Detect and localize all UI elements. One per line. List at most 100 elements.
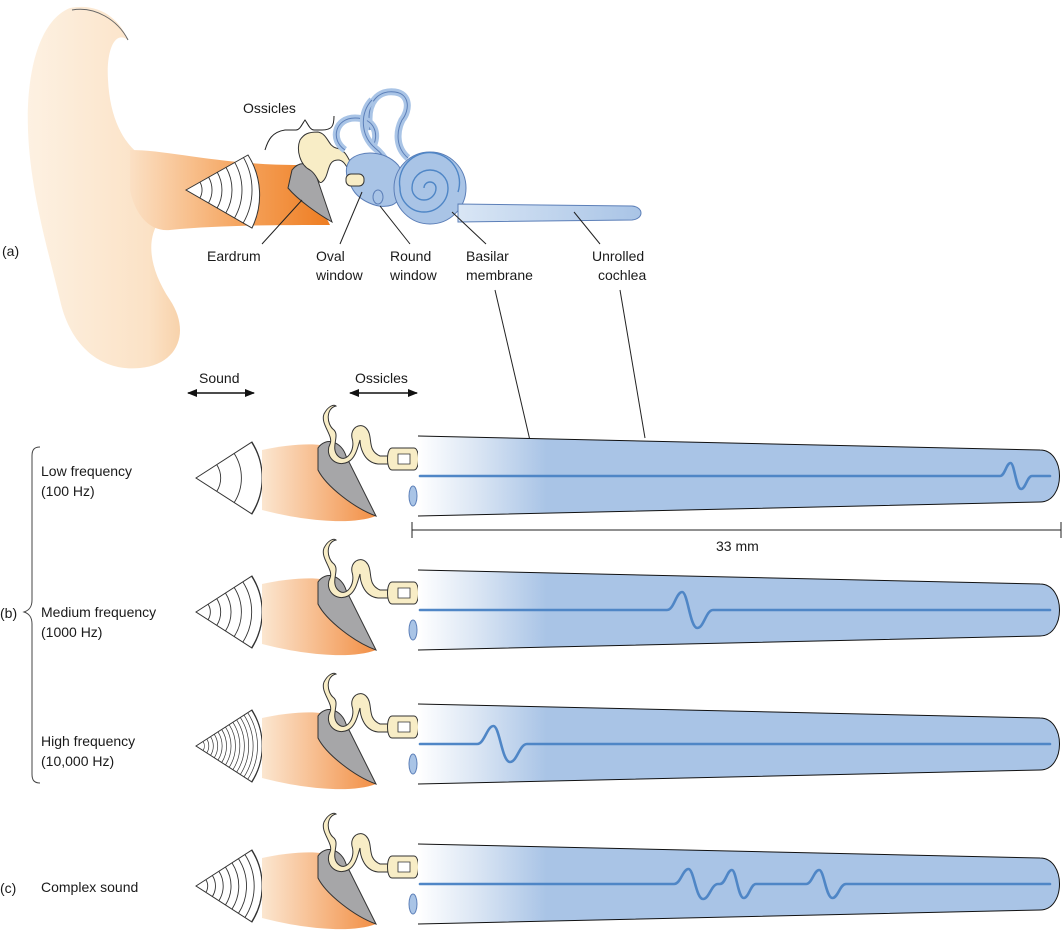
ear-canal-segment bbox=[262, 444, 376, 522]
oval-window-label: Oval window bbox=[315, 248, 364, 283]
round-window-a bbox=[372, 189, 384, 205]
cochlea-coiled bbox=[393, 151, 467, 225]
sound-ring bbox=[225, 866, 232, 906]
basilar-membrane-wave bbox=[418, 867, 1052, 901]
sound-cone bbox=[195, 441, 263, 515]
sound-ring bbox=[232, 722, 241, 770]
sound-ring bbox=[206, 738, 210, 754]
sound-ring bbox=[212, 875, 216, 897]
panel-b-label: (b) bbox=[0, 605, 17, 621]
sound-ring bbox=[243, 715, 254, 777]
basilar-membrane-wave bbox=[418, 590, 1052, 630]
cochlea-tube bbox=[418, 844, 1060, 924]
ossicles bbox=[322, 404, 397, 465]
sound-ring bbox=[242, 156, 253, 224]
stapes-inner bbox=[397, 861, 411, 873]
panel-a-label: (a) bbox=[2, 243, 19, 259]
ossicles-label-a: Ossicles bbox=[243, 100, 296, 116]
sound-ring bbox=[217, 731, 223, 761]
stapes-inner bbox=[397, 587, 411, 599]
row-low: Low frequency (100 Hz) bbox=[41, 404, 1060, 522]
row-low-name: Low frequency bbox=[41, 463, 132, 479]
round-window-label-line1: Round bbox=[390, 248, 431, 264]
sound-ring bbox=[225, 592, 232, 632]
outer-ear bbox=[27, 6, 200, 369]
ossicles-arrow-label: Ossicles bbox=[355, 370, 408, 386]
sound-arrow-label: Sound bbox=[199, 370, 239, 386]
sound-cone bbox=[195, 849, 263, 923]
sound-ring bbox=[208, 176, 213, 204]
stapes-inner bbox=[397, 721, 411, 733]
sound-ring bbox=[238, 858, 247, 914]
length-dimension bbox=[411, 522, 1062, 538]
sound-ring bbox=[221, 729, 227, 763]
ossicles bbox=[322, 538, 397, 599]
sound-cone bbox=[195, 575, 263, 649]
frequency-rows: Low frequency (100 Hz) Medium frequency (10… bbox=[41, 404, 1060, 930]
ossicles bbox=[322, 672, 397, 733]
sound-ring bbox=[234, 161, 243, 219]
sound-ring bbox=[231, 862, 240, 910]
sound-ring bbox=[216, 464, 222, 492]
row-medium: Medium frequency (1000 Hz) bbox=[41, 538, 1060, 656]
sound-ring bbox=[233, 453, 242, 503]
round-window bbox=[408, 619, 418, 641]
row-medium-freq: (1000 Hz) bbox=[41, 624, 102, 640]
length-label: 33 mm bbox=[716, 538, 759, 554]
sound-ring bbox=[216, 598, 222, 626]
outer-ear-rim bbox=[71, 8, 129, 41]
cochlea-tube-outline bbox=[417, 435, 1060, 517]
leader-lines-a bbox=[261, 191, 646, 463]
round-window bbox=[408, 893, 418, 915]
sound-ring bbox=[233, 587, 242, 637]
row-low-freq: (100 Hz) bbox=[41, 483, 95, 499]
cochlea-tube-outline bbox=[417, 569, 1060, 651]
sound-ring bbox=[218, 871, 224, 901]
sound-ring bbox=[205, 879, 209, 893]
row-complex-name: Complex sound bbox=[41, 879, 138, 895]
ossicles-bracket bbox=[264, 115, 335, 151]
basilar-membrane-wave bbox=[418, 724, 1052, 764]
sound-ring bbox=[236, 719, 245, 773]
panel-c-label: (c) bbox=[0, 880, 16, 896]
panel-b-bracket bbox=[22, 446, 41, 784]
sound-ring bbox=[247, 712, 258, 780]
sound-ring bbox=[240, 717, 250, 775]
sound-ring bbox=[199, 181, 203, 199]
cochlea-tube-outline bbox=[417, 703, 1060, 785]
ossicles bbox=[322, 812, 397, 873]
row-high-freq: (10,000 Hz) bbox=[41, 753, 114, 769]
row-high: High frequency (10,000 Hz) bbox=[41, 672, 1060, 790]
stapes-inner bbox=[397, 453, 411, 465]
sound-ring bbox=[207, 604, 211, 620]
sound-ring bbox=[244, 854, 255, 918]
oval-window-label-line1: Oval bbox=[316, 248, 345, 264]
oval-window-a bbox=[345, 173, 365, 187]
cochlea-tube-outline bbox=[417, 843, 1060, 925]
round-window bbox=[408, 753, 418, 775]
sound-ring bbox=[216, 171, 223, 209]
sound-cone-a bbox=[184, 154, 261, 229]
sound-ring bbox=[210, 736, 214, 756]
row-medium-name: Medium frequency bbox=[41, 604, 156, 620]
sound-ring bbox=[214, 734, 219, 758]
row-complex: Complex sound bbox=[41, 812, 1060, 930]
sound-wave-rings-a bbox=[184, 154, 261, 229]
sound-ring bbox=[242, 581, 253, 643]
sound-ring bbox=[228, 724, 236, 768]
unrolled-cochlea-label-line1: Unrolled bbox=[592, 248, 644, 264]
ear-canal-segment bbox=[262, 852, 376, 930]
row-high-name: High frequency bbox=[41, 733, 135, 749]
sound-ring bbox=[202, 741, 205, 751]
eardrum-label: Eardrum bbox=[207, 248, 261, 264]
ear-canal-segment bbox=[262, 578, 376, 656]
oval-window-label-line2: window bbox=[315, 267, 364, 283]
round-window bbox=[408, 485, 418, 507]
sound-ring bbox=[225, 726, 232, 766]
basilar-membrane-wave bbox=[418, 461, 1052, 491]
sound-ring bbox=[225, 166, 233, 214]
